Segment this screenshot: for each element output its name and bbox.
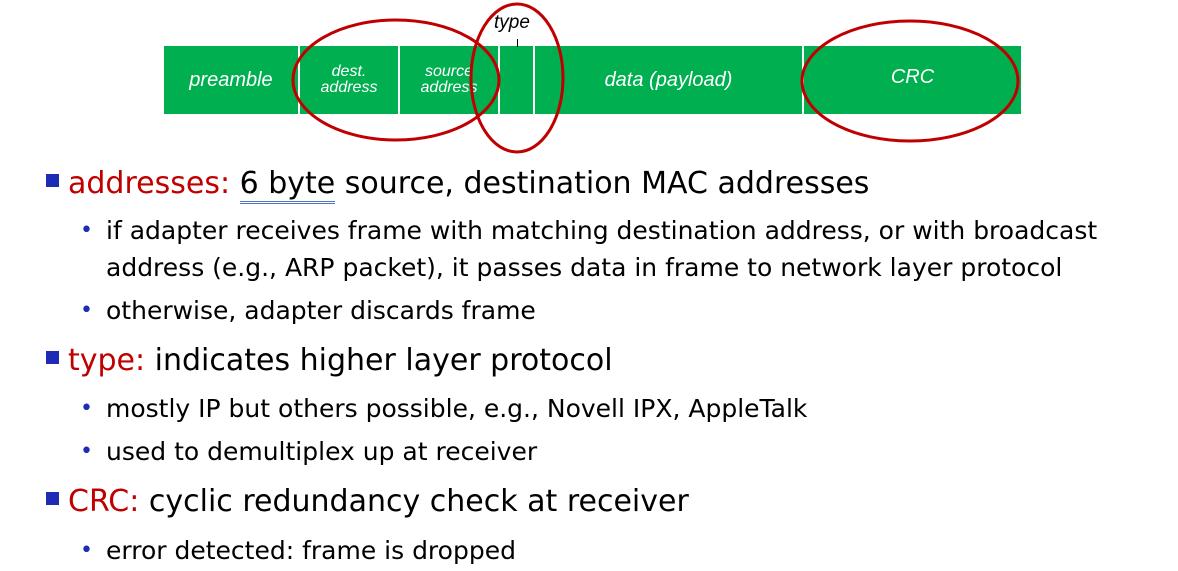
field-dest-label-line1: dest.	[331, 63, 367, 80]
bullet-type: type: indicates higher layer protocol	[46, 343, 613, 378]
bullet-term: CRC:	[68, 484, 140, 519]
dot-bullet-icon: •	[80, 538, 93, 563]
field-source-label-line1: source	[424, 63, 474, 80]
bullet-term: type:	[68, 343, 146, 378]
sub-bullet: • if adapter receives frame with matchin…	[80, 212, 1170, 286]
field-source-address: source address	[400, 46, 498, 114]
sub-bullet: • used to demultiplex up at receiver	[80, 433, 1170, 470]
sub-bullet-text: mostly IP but others possible, e.g., Nov…	[106, 394, 808, 423]
bullet-term: addresses:	[68, 166, 231, 201]
field-preamble: preamble	[164, 46, 298, 114]
dot-bullet-icon: •	[80, 396, 93, 421]
type-field-label: type	[494, 12, 530, 33]
square-bullet-icon	[46, 492, 59, 505]
dot-bullet-icon: •	[80, 218, 93, 243]
bullet-text: cyclic redundancy check at receiver	[139, 484, 689, 519]
field-data-payload: data (payload)	[535, 46, 802, 114]
field-preamble-label: preamble	[189, 69, 273, 91]
field-data-label: data (payload)	[604, 69, 733, 91]
field-crc-label: CRC	[890, 66, 935, 88]
ethernet-frame-diagram: preamble dest. address source address da…	[164, 46, 1021, 114]
sub-bullet-text: error detected: frame is dropped	[106, 536, 516, 565]
bullet-crc: CRC: cyclic redundancy check at receiver	[46, 484, 689, 519]
dot-bullet-icon: •	[80, 298, 93, 323]
field-type	[500, 46, 533, 114]
sub-bullet: • error detected: frame is dropped	[80, 532, 1170, 569]
field-source-label-line2: address	[420, 79, 478, 96]
sub-bullet: • otherwise, adapter discards frame	[80, 292, 1170, 329]
bullet-text: indicates higher layer protocol	[145, 343, 613, 378]
sub-bullet-text: used to demultiplex up at receiver	[106, 437, 538, 466]
bullet-addresses: addresses: 6 byte source, destination MA…	[46, 166, 870, 204]
field-crc: CRC	[804, 46, 1021, 114]
square-bullet-icon	[46, 174, 59, 187]
field-dest-label-line2: address	[320, 79, 378, 96]
type-label-tick	[517, 39, 518, 47]
bullet-text: source, destination MAC addresses	[335, 166, 870, 201]
sub-bullet: • mostly IP but others possible, e.g., N…	[80, 390, 1170, 427]
dot-bullet-icon: •	[80, 439, 93, 464]
underlined-text: 6 byte	[239, 166, 336, 204]
sub-bullet-text: if adapter receives frame with matching …	[106, 216, 1098, 282]
sub-bullet-text: otherwise, adapter discards frame	[106, 296, 536, 325]
field-dest-address: dest. address	[300, 46, 398, 114]
square-bullet-icon	[46, 351, 59, 364]
